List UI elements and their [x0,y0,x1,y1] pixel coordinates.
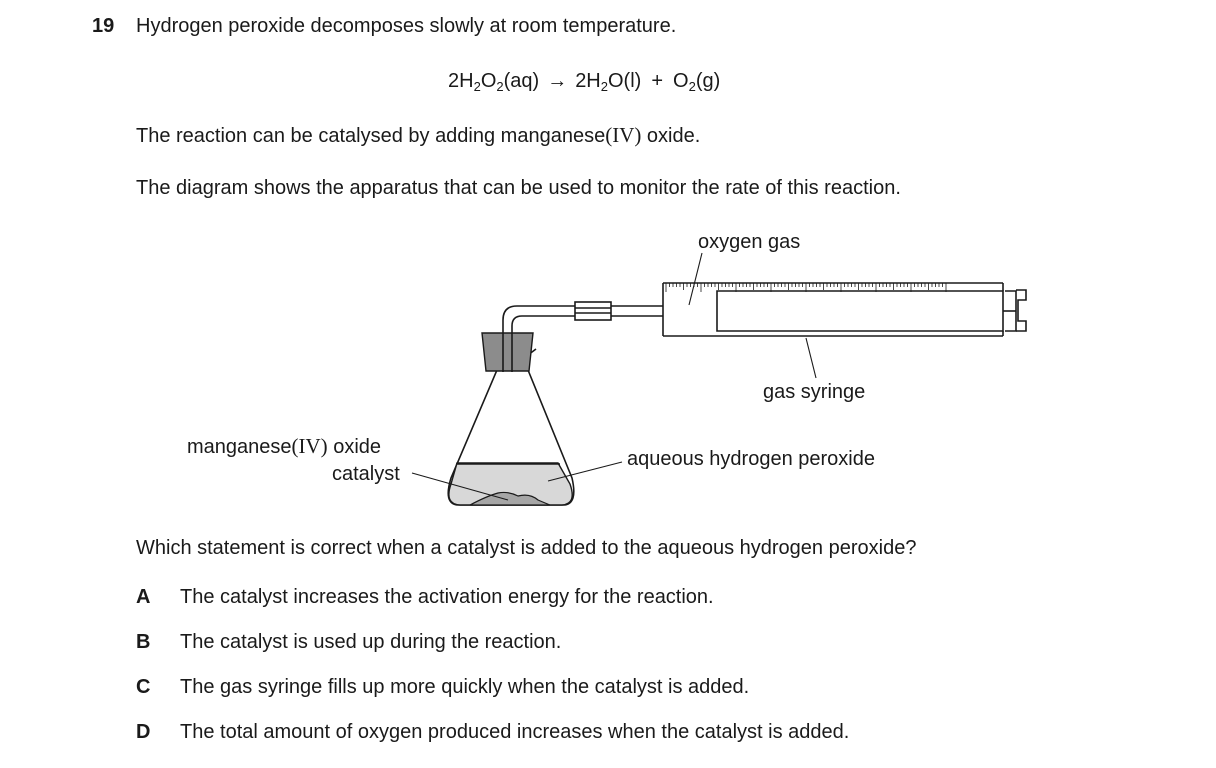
product2-sub: 2 [688,79,696,94]
catalyst-sentence: The reaction can be catalysed by adding … [136,123,701,147]
catalyst-sentence-roman: (IV) [605,123,642,147]
hydrogen-peroxide-liquid [448,462,573,506]
product1-rest: O(l) [608,70,642,92]
option-text: The gas syringe fills up more quickly wh… [180,676,750,698]
question-stem: Hydrogen peroxide decomposes slowly at r… [136,15,677,37]
option-text: The catalyst increases the activation en… [180,586,714,608]
option-text: The catalyst is used up during the react… [180,631,562,653]
leader-oxygen-gas [688,252,703,306]
product1-coef: 2H [575,70,601,92]
reactant-sub-2: 2 [496,79,504,94]
reactant-mid: O [480,70,497,92]
label-manganese-oxide: manganese(IV) oxide [187,434,382,458]
catalyst-sentence-pre: The reaction can be catalysed by adding … [136,125,606,147]
product2-element: O [673,70,689,92]
option-a[interactable]: A The catalyst increases the activation … [136,587,714,607]
label-mno2-roman: (IV) [291,434,328,458]
rubber-stopper [481,332,534,372]
option-text: The total amount of oxygen produced incr… [180,721,850,743]
gas-syringe [662,282,1027,337]
leader-gas-syringe [805,337,817,379]
product2-state: (g) [695,70,721,92]
option-d[interactable]: D The total amount of oxygen produced in… [136,722,849,742]
label-aqueous-peroxide: aqueous hydrogen peroxide [627,448,875,470]
option-letter: B [136,631,151,653]
option-b[interactable]: B The catalyst is used up during the rea… [136,632,561,652]
diagram-sentence: The diagram shows the apparatus that can… [136,177,901,199]
leader-catalyst [411,472,509,501]
plus-sign: + [651,70,664,92]
option-letter: A [136,586,151,608]
catalyst-sentence-post: oxide. [641,125,701,147]
reaction-equation: 2H2O2(aq)→2H2O(l)+O2(g) [448,70,721,94]
option-c[interactable]: C The gas syringe fills up more quickly … [136,677,749,697]
delivery-tube [502,301,663,372]
label-mno2-post: oxide [327,436,382,458]
leader-aqueous [547,461,623,482]
reaction-arrow: → [547,70,568,92]
label-catalyst: catalyst [332,463,400,485]
reactant-state: (aq) [503,70,540,92]
option-letter: C [136,676,151,698]
product1-sub: 2 [600,79,608,94]
reactant-coef: 2H [448,70,474,92]
reactant-sub-1: 2 [473,79,481,94]
label-mno2-pre: manganese [187,436,292,458]
option-letter: D [136,721,151,743]
question-number: 19 [92,15,115,37]
question-prompt: Which statement is correct when a cataly… [136,537,917,559]
label-gas-syringe: gas syringe [763,381,866,403]
syringe-scale [665,283,947,292]
label-oxygen-gas: oxygen gas [698,231,801,253]
